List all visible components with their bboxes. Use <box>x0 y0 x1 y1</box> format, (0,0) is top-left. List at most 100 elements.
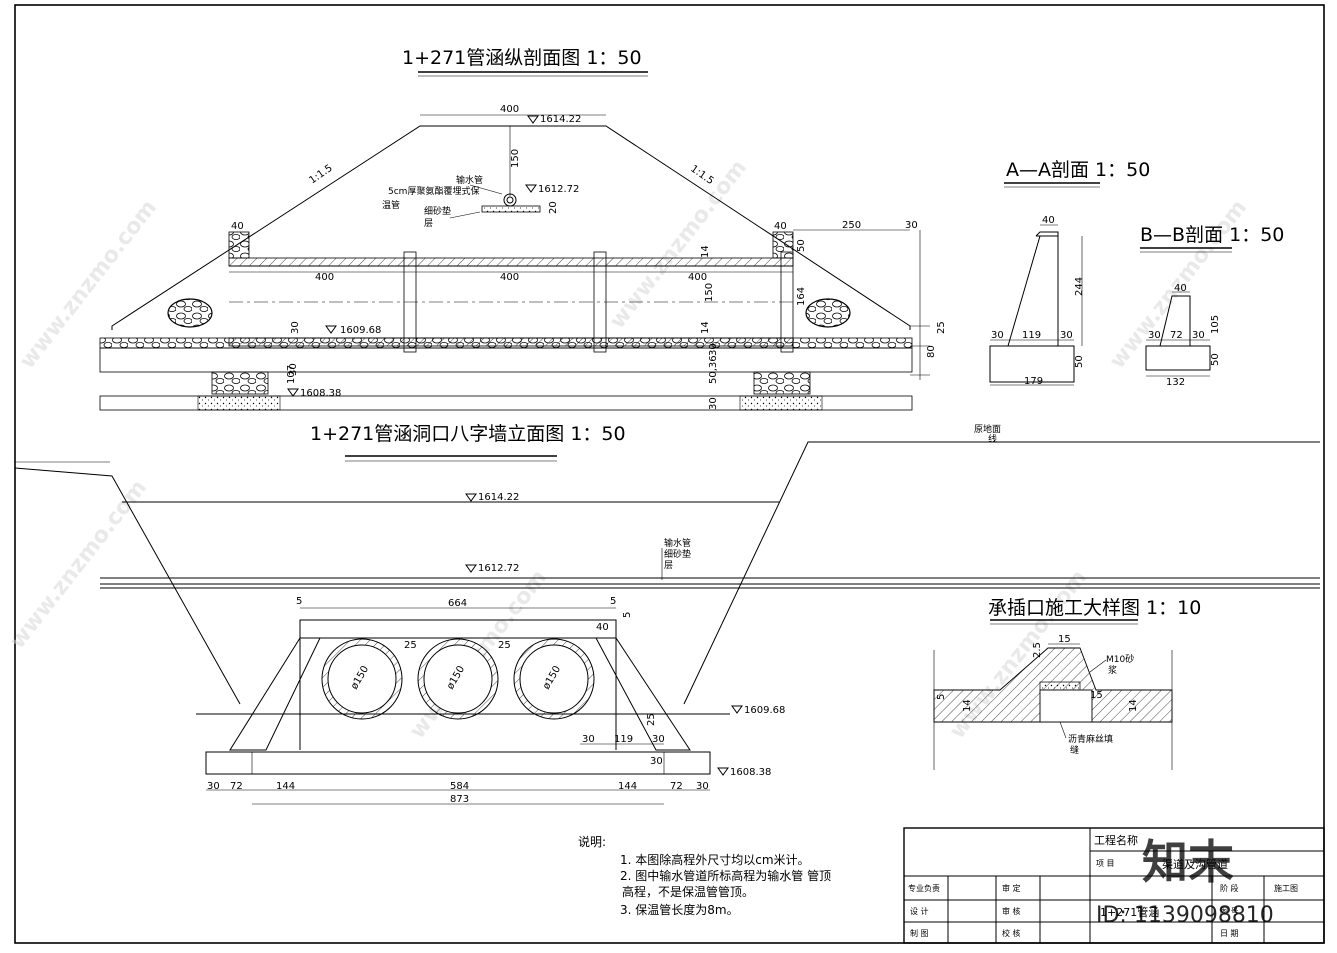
label-view-sand-2: 层 <box>664 560 673 571</box>
dim-150-vert: 150 <box>510 149 521 168</box>
dim-50-head: 50 <box>796 239 807 252</box>
dim-14-bot: 14 <box>700 321 711 334</box>
view-dim-664: 664 <box>448 598 467 609</box>
watermark-site-2: www.znzmo.com <box>605 155 752 333</box>
dim-14-top: 14 <box>700 245 711 258</box>
dim-25: 25 <box>936 321 947 334</box>
view-dim-25c: 25 <box>646 713 657 726</box>
elev-view-1614-22: 1614.22 <box>478 492 519 503</box>
view-dim-5c: 5 <box>622 612 633 618</box>
label-sand-bed: 细砂垫 <box>424 205 451 217</box>
jd-dim-5: 5 <box>936 694 947 700</box>
aa-dim-179: 179 <box>1024 376 1043 387</box>
tb-stage-value: 施工图 <box>1274 883 1298 893</box>
view-dim-72-l: 72 <box>230 781 243 792</box>
slope-left: 1:1.5 <box>307 163 334 187</box>
jd-label-asphalt: 沥青麻丝填 <box>1068 733 1113 745</box>
tb-check-2: 审 核 <box>1002 906 1021 916</box>
note-3: 3. 保温管长度为8m。 <box>620 902 739 917</box>
bb-dim-72: 72 <box>1170 330 1183 341</box>
bb-dim-50: 50 <box>1210 353 1221 366</box>
dim-30-mid: 30 <box>708 343 719 356</box>
label-original-ground: 原地面 <box>974 423 1001 435</box>
label-original-ground-2: 线 <box>988 433 997 445</box>
dim-150-pipe: 150 <box>704 283 715 302</box>
title-section-bb: B—B剖面 1：50 <box>1140 224 1284 246</box>
view-dim-72-r: 72 <box>670 781 683 792</box>
notes-heading: 说明: <box>578 834 606 849</box>
watermark-brand: 知末 <box>1142 835 1234 889</box>
aa-dim-50: 50 <box>1074 355 1085 368</box>
dim-400-b: 400 <box>500 272 519 283</box>
label-sand-bed-2: 层 <box>424 218 433 229</box>
tb-item: 项 目 <box>1096 859 1115 868</box>
dim-30-low: 30 <box>708 397 719 410</box>
elev-1612-72: 1612.72 <box>538 184 579 195</box>
title-block: 工程名称 项 目 渠道及沟管道 1+271管涵 阶 段 施工图 专业负责 设 计… <box>903 827 1325 944</box>
dim-30-side: 30 <box>290 321 301 334</box>
view-dim-144-r: 144 <box>618 781 637 792</box>
jd-label-mortar-2: 浆 <box>1108 664 1117 676</box>
view-dim-25a: 25 <box>404 640 417 651</box>
elev-view-1608-38: 1608.38 <box>730 767 771 778</box>
elev-1608-38: 1608.38 <box>300 388 341 399</box>
jd-label-asphalt-2: 缝 <box>1070 744 1079 756</box>
tb-stage: 阶 段 <box>1220 883 1239 893</box>
dim-30-top: 30 <box>905 220 918 231</box>
aa-dim-244: 244 <box>1074 277 1085 296</box>
dim-400-c: 400 <box>688 272 707 283</box>
dim-40-right: 40 <box>774 221 787 232</box>
aa-dim-30b: 30 <box>1060 330 1073 341</box>
view-dim-30-l: 30 <box>207 781 220 792</box>
tb-row-3: 制 图 <box>910 928 929 938</box>
elev-1614-22: 1614.22 <box>540 114 581 125</box>
tb-drawing-no: 1+271管涵 <box>1100 905 1159 919</box>
dim-107: 107 <box>286 365 297 384</box>
dim-20: 20 <box>548 201 559 214</box>
bb-dim-30a: 30 <box>1148 330 1161 341</box>
jd-dim-15-top: 15 <box>1058 634 1071 645</box>
slope-right: 1:1.5 <box>688 163 715 187</box>
tb-right-2: 日 期 <box>1220 929 1239 938</box>
view-dim-5b: 5 <box>610 596 616 607</box>
label-water-pipe: 输水管 <box>456 174 483 186</box>
tb-check-3: 校 核 <box>1002 928 1021 938</box>
title-section-aa: A—A剖面 1：50 <box>1006 159 1150 181</box>
view-dim-873: 873 <box>450 794 469 805</box>
jd-dim-14-left: 14 <box>962 699 973 712</box>
view-dim-30b: 30 <box>652 734 665 745</box>
view-dim-30-r: 30 <box>696 781 709 792</box>
jd-dim-2-5: 2.5 <box>1032 642 1043 658</box>
jd-label-mortar: M10砂 <box>1106 653 1134 665</box>
view-dim-25b: 25 <box>498 640 511 651</box>
title-joint-detail: 承插口施工大样图 1：10 <box>988 597 1201 619</box>
joint-detail: 15 2.5 14 15 14 5 M10砂 浆 沥青麻丝填 缝 <box>933 634 1173 770</box>
note-2b: 高程，不是保温管管顶。 <box>622 884 754 899</box>
jd-dim-14-right: 14 <box>1128 699 1139 712</box>
aa-dim-119: 119 <box>1022 330 1041 341</box>
label-view-sand: 细砂垫 <box>664 548 691 560</box>
elev-view-1609-68: 1609.68 <box>744 705 785 716</box>
section-aa: 40 244 30 119 30 50 179 <box>989 215 1085 387</box>
tb-item-value: 渠道及沟管道 <box>1162 857 1228 871</box>
tb-check-1: 审 定 <box>1002 883 1021 893</box>
dim-30-bot-left: 30 <box>288 363 299 376</box>
tb-row-2: 设 计 <box>910 906 929 916</box>
tb-right-1: 图 号 <box>1220 907 1239 916</box>
note-2: 2. 图中输水管道所标高程为输水管 管顶 <box>620 868 831 883</box>
label-insulation-2: 温管 <box>382 199 400 211</box>
label-insulation: 5cm厚聚氨酯覆埋式保 <box>388 185 479 197</box>
aa-dim-40: 40 <box>1042 215 1055 226</box>
view-dim-144-l: 144 <box>276 781 295 792</box>
dim-80: 80 <box>926 345 937 358</box>
note-1: 1. 本图除高程外尺寸均以cm米计。 <box>620 852 810 867</box>
title-longitudinal: 1+271管涵纵剖面图 1：50 <box>402 47 642 69</box>
view-dim-119: 119 <box>614 734 633 745</box>
dim-250: 250 <box>842 220 861 231</box>
title-elevation: 1+271管涵洞口八字墙立面图 1：50 <box>310 423 626 445</box>
tb-row-1: 专业负责 <box>908 883 940 893</box>
longitudinal-section: 1:1.5 1:1.5 400 1614.22 150 1612.72 20 输… <box>99 104 947 411</box>
bb-dim-105: 105 <box>1210 315 1221 334</box>
view-dim-30c: 30 <box>650 756 663 767</box>
